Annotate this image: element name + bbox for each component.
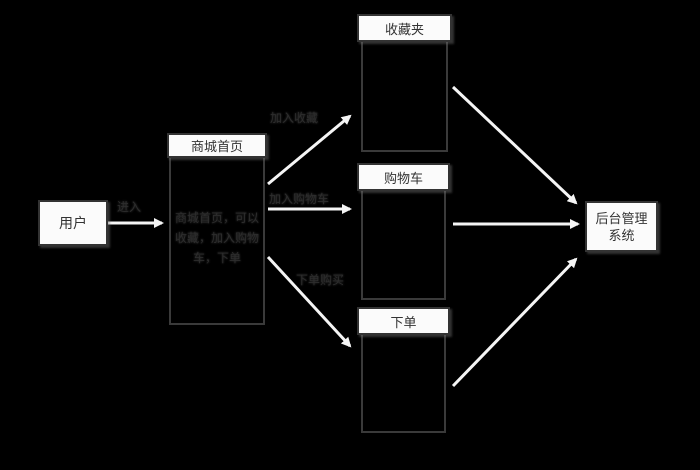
node-cart-title-text: 购物车 bbox=[383, 170, 423, 186]
node-backend-system-label: 后台管理 系统 bbox=[595, 210, 647, 244]
arrow-order-to-backend bbox=[451, 257, 578, 388]
node-favorites: 收藏夹 bbox=[357, 14, 452, 152]
node-backend-line1: 后台管理 bbox=[595, 210, 648, 226]
node-cart-title: 购物车 bbox=[357, 163, 450, 191]
node-backend-line2: 系统 bbox=[608, 227, 635, 243]
node-order-title: 下单 bbox=[357, 307, 450, 335]
node-mall-home-title-text: 商城首页 bbox=[190, 139, 243, 154]
node-mall-home-body: 商城首页，可以收藏，加入购物车，下单 bbox=[169, 158, 265, 325]
edge-label-order-purchase: 下单购买 bbox=[296, 273, 345, 287]
arrow-mall-to-order bbox=[266, 255, 352, 348]
arrow-mall-to-favorites bbox=[267, 114, 352, 186]
node-mall-home-title: 商城首页 bbox=[167, 133, 267, 158]
edge-label-add-favorite: 加入收藏 bbox=[270, 111, 319, 125]
node-mall-home-body-text: 商城首页，可以收藏，加入购物车，下单 bbox=[174, 211, 259, 265]
node-favorites-body bbox=[361, 42, 448, 152]
node-cart-body bbox=[361, 191, 446, 300]
node-user-label: 用户 bbox=[59, 214, 87, 231]
node-user: 用户 bbox=[38, 200, 108, 246]
node-order: 下单 bbox=[357, 307, 450, 433]
edge-label-enter: 进入 bbox=[117, 200, 142, 214]
node-mall-home: 商城首页 商城首页，可以收藏，加入购物车，下单 bbox=[167, 133, 267, 325]
edge-label-add-to-cart: 加入购物车 bbox=[269, 192, 330, 206]
node-cart: 购物车 bbox=[357, 163, 450, 300]
node-order-title-text: 下单 bbox=[390, 314, 417, 330]
node-backend-system: 后台管理 系统 bbox=[585, 201, 658, 252]
node-favorites-title: 收藏夹 bbox=[357, 14, 452, 42]
node-favorites-title-text: 收藏夹 bbox=[384, 21, 424, 37]
node-order-body bbox=[361, 335, 446, 433]
arrow-favorites-to-backend bbox=[451, 85, 578, 205]
